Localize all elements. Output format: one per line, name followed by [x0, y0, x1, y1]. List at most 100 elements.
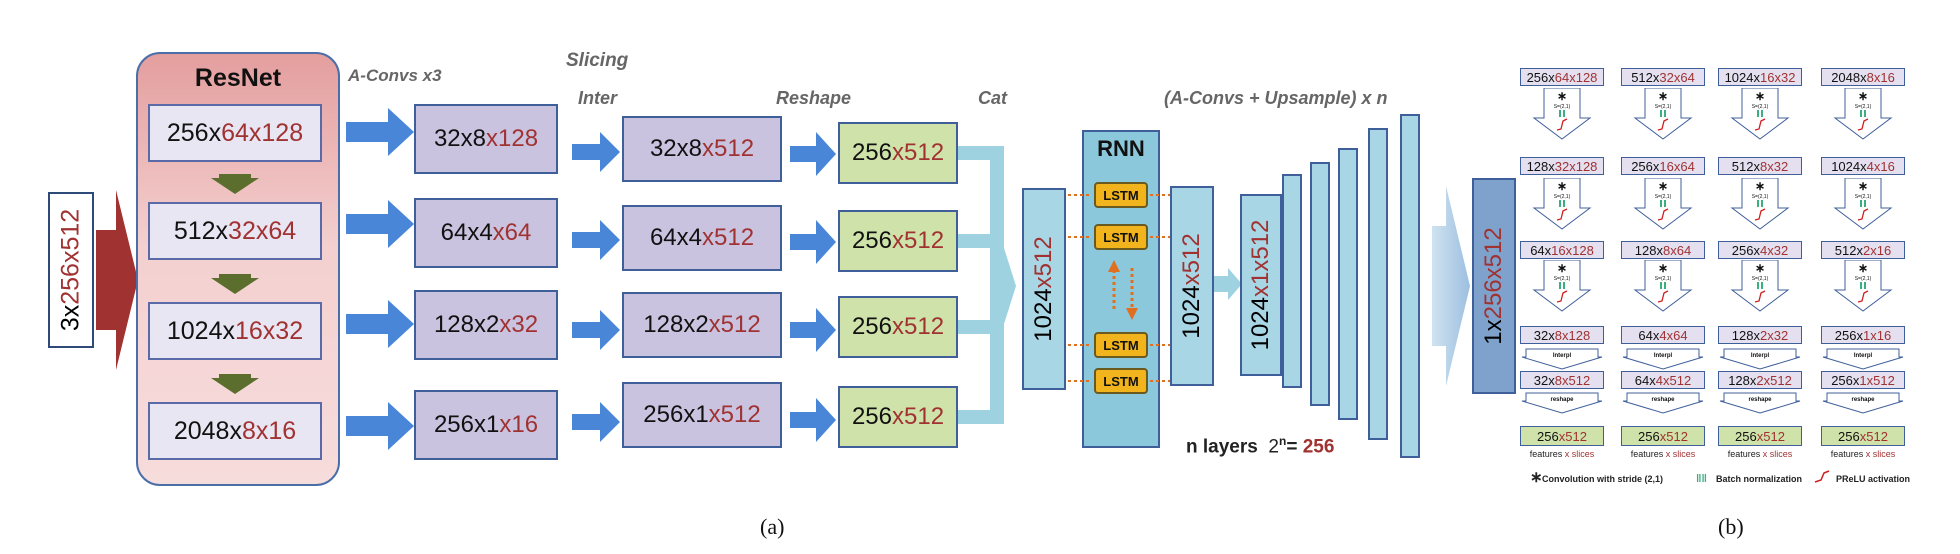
svg-text:reshape: reshape — [1550, 397, 1574, 403]
svg-text:∗: ∗ — [1755, 261, 1765, 275]
svg-text:S=(2,1): S=(2,1) — [1855, 104, 1872, 110]
flow-arrows-1 — [346, 108, 414, 450]
conv-block-arrow: ∗S=(2,1) — [1633, 88, 1693, 140]
svg-text:reshape: reshape — [1851, 397, 1875, 403]
rnn-title: RNN — [1097, 136, 1145, 161]
conv-block-arrow: ∗S=(2,1) — [1532, 88, 1592, 140]
lstm-cell: LSTM — [1094, 182, 1148, 208]
features-caption: features x slices — [1727, 449, 1793, 459]
svg-text:S=(2,1): S=(2,1) — [1752, 194, 1769, 200]
svg-text:∗: ∗ — [1557, 261, 1567, 275]
label-cat: Cat — [978, 88, 1008, 108]
prelu-icon — [1814, 470, 1830, 483]
caption-a: (a) — [760, 514, 785, 539]
conv-block-arrow: ∗S=(2,1) — [1532, 260, 1592, 312]
legend-bn: Batch normalization — [1716, 474, 1803, 484]
conv-block-arrow: ∗S=(2,1) — [1532, 178, 1592, 230]
final-arrow — [1432, 186, 1470, 386]
svg-text:∗: ∗ — [1858, 89, 1868, 103]
reshape-arrow: reshape — [1622, 392, 1704, 414]
rnn-to-up-arrow — [1214, 268, 1242, 300]
svg-text:Interpl: Interpl — [1854, 353, 1873, 359]
batchnorm-icon: ‖‖ — [1696, 473, 1707, 485]
conv-block-arrow: ∗S=(2,1) — [1833, 178, 1893, 230]
legend: ∗ Convolution with stride (2,1) ‖‖ Batch… — [1530, 469, 1950, 488]
svg-text:S=(2,1): S=(2,1) — [1655, 194, 1672, 200]
svg-text:reshape: reshape — [1651, 397, 1675, 403]
features-caption: features x slices — [1830, 449, 1896, 459]
svg-text:∗: ∗ — [1658, 179, 1668, 193]
svg-text:∗: ∗ — [1858, 179, 1868, 193]
reshape-arrow: reshape — [1719, 392, 1801, 414]
svg-text:∗: ∗ — [1658, 261, 1668, 275]
svg-text:∗: ∗ — [1858, 261, 1868, 275]
svg-text:S=(2,1): S=(2,1) — [1855, 194, 1872, 200]
svg-text:∗: ∗ — [1557, 89, 1567, 103]
upsample-layer — [1400, 114, 1420, 458]
label-upsample: (A-Convs + Upsample) x n — [1164, 88, 1388, 108]
upsample-layer — [1368, 128, 1388, 440]
interpl-arrow: Interpl — [1719, 348, 1801, 370]
svg-text:S=(2,1): S=(2,1) — [1554, 276, 1571, 282]
conv-block-arrow: ∗S=(2,1) — [1833, 260, 1893, 312]
legend-prelu: PReLU activation — [1836, 474, 1911, 484]
conv-block-arrow: ∗S=(2,1) — [1633, 260, 1693, 312]
rnn-connectors — [1068, 191, 1178, 385]
input-arrow — [96, 190, 138, 370]
cat-bracket — [958, 146, 1016, 424]
features-caption: features x slices — [1529, 449, 1595, 459]
cat-box: 1024x512 — [1022, 188, 1066, 390]
rnn-output-box: 1024x512 — [1170, 186, 1214, 386]
flow-arrows-2 — [572, 132, 620, 442]
reshape-arrow: reshape — [1822, 392, 1904, 414]
label-inter: Inter — [578, 88, 618, 108]
conv-block-arrow: ∗S=(2,1) — [1633, 178, 1693, 230]
upsample-layer — [1282, 174, 1302, 388]
interpl-arrow: Interpl — [1622, 348, 1704, 370]
upsample-layer — [1310, 162, 1330, 406]
svg-text:Interpl: Interpl — [1751, 353, 1770, 359]
label-aconvs: A-Convs x3 — [348, 66, 442, 85]
lstm-cell: LSTM — [1094, 332, 1148, 358]
label-slicing: Slicing — [566, 50, 629, 71]
conv-block-arrow: ∗S=(2,1) — [1730, 178, 1790, 230]
svg-text:∗: ∗ — [1755, 179, 1765, 193]
interpl-arrow: Interpl — [1521, 348, 1603, 370]
caption-b: (b) — [1718, 514, 1744, 539]
svg-text:S=(2,1): S=(2,1) — [1554, 194, 1571, 200]
svg-text:∗: ∗ — [1755, 89, 1765, 103]
svg-text:S=(2,1): S=(2,1) — [1752, 104, 1769, 110]
